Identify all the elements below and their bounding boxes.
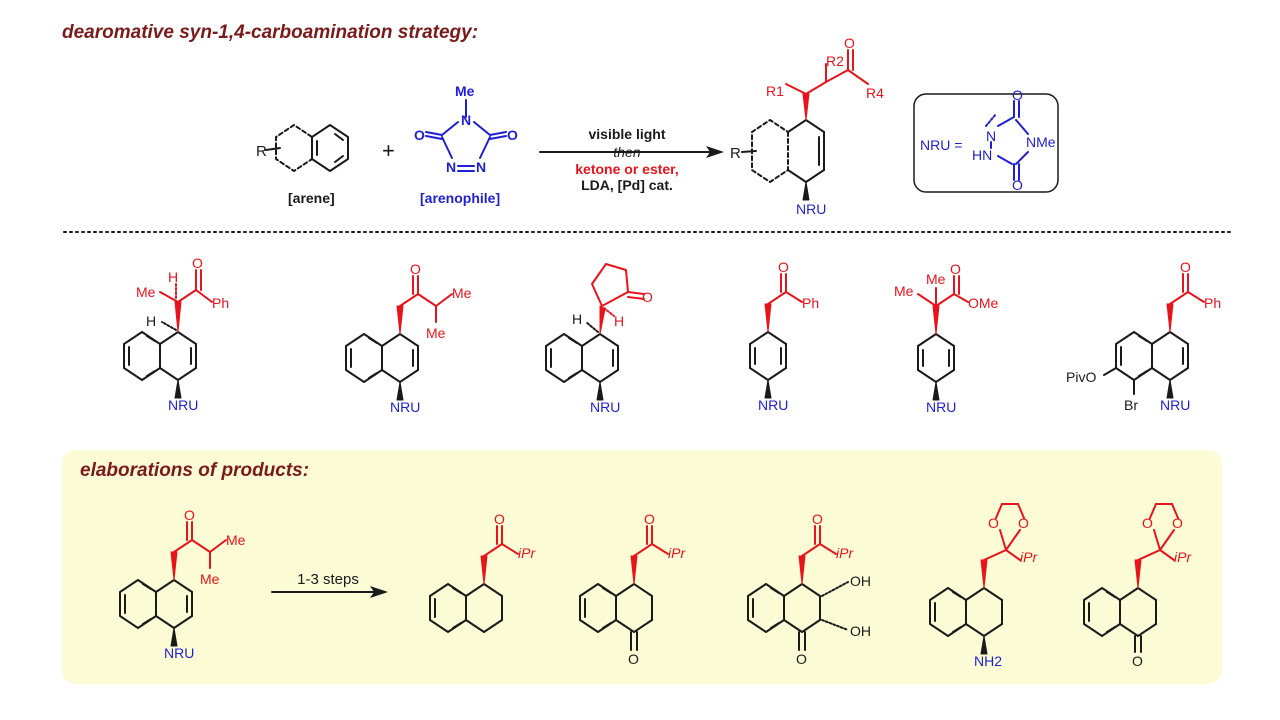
ex4-nru: NRU [758, 397, 788, 413]
elab-c-o-bottom: O [796, 651, 807, 667]
condition-visible-light: visible light [588, 126, 665, 142]
elab-d-nh2: NH2 [974, 653, 1002, 669]
ex6-pivo: PivO [1066, 369, 1096, 385]
elab-a-o: O [494, 511, 505, 527]
elab-product-e-structure [1083, 503, 1179, 653]
elab-start-structure [119, 521, 227, 647]
elaborations-title: elaborations of products: [80, 460, 310, 481]
reaction-arrow [539, 146, 724, 158]
product-r: R [730, 145, 741, 162]
ex5-me-top: Me [926, 271, 946, 287]
arenophile-me: Me [455, 83, 475, 99]
elab-c-oh-bottom: OH [850, 623, 871, 639]
arene-structure [265, 124, 349, 172]
nru-definition-box [913, 93, 1059, 193]
ex3-o: O [642, 289, 653, 305]
elaborations-panel [62, 450, 1222, 684]
elab-c-oh-top: OH [850, 573, 871, 589]
elab-e-o-right: O [1172, 515, 1183, 531]
arenophile-n1: N [461, 112, 471, 128]
elab-c-o-top: O [812, 511, 823, 527]
ex5-ome: OMe [968, 295, 999, 311]
elab-start-me-top: Me [226, 532, 246, 548]
urazole-hn: HN [972, 147, 992, 163]
elab-product-a-structure [429, 525, 519, 633]
elab-d-o-right: O [1018, 515, 1029, 531]
elab-d-ipr: iPr [1020, 549, 1038, 565]
ex2-nru: NRU [390, 399, 420, 415]
ex1-h: H [146, 313, 156, 329]
example-6-structure [1103, 273, 1205, 399]
urazole-o-bottom: O [1012, 177, 1023, 193]
product-r2: R2 [826, 53, 844, 69]
ex1-h-red: H [168, 269, 178, 285]
ex2-o: O [410, 261, 421, 277]
elab-arrow [271, 586, 388, 598]
ex1-nru: NRU [168, 397, 198, 413]
ex4-o: O [778, 259, 789, 275]
elab-e-o-left: O [1142, 515, 1153, 531]
elab-b-ipr: iPr [668, 545, 686, 561]
example-5-structure [917, 275, 969, 401]
elab-e-o-bottom: O [1132, 653, 1143, 669]
product-o: O [844, 35, 855, 51]
arene-r-label: R [256, 143, 267, 160]
product-structure [741, 49, 869, 201]
elab-product-b-structure [579, 525, 669, 651]
product-nru: NRU [796, 201, 826, 217]
urazole-nme: NMe [1026, 134, 1056, 150]
ex1-o: O [192, 255, 203, 271]
urazole-o-top: O [1012, 87, 1023, 103]
ex2-me-bottom: Me [426, 325, 446, 341]
elab-a-ipr: iPr [518, 545, 536, 561]
ex5-me-left: Me [894, 283, 914, 299]
arenophile-o-left: O [414, 127, 425, 143]
arenophile-n3: N [476, 159, 486, 175]
ex4-ph: Ph [802, 295, 819, 311]
elab-start-me-bottom: Me [200, 571, 220, 587]
elab-e-ipr: iPr [1174, 549, 1192, 565]
example-4-structure [749, 273, 803, 399]
arenophile-o-right: O [507, 127, 518, 143]
example-1-structure [123, 269, 213, 399]
ex3-h: H [572, 311, 582, 327]
ex5-o: O [950, 261, 961, 277]
ex5-nru: NRU [926, 399, 956, 415]
condition-ketone: ketone or ester, [575, 161, 679, 177]
nru-equals-label: NRU = [920, 137, 962, 153]
condition-then: then [613, 144, 640, 160]
example-2-structure [345, 275, 453, 401]
ex6-ph: Ph [1204, 295, 1221, 311]
plus-sign: + [382, 138, 395, 163]
elab-b-o-top: O [644, 511, 655, 527]
ex1-ph: Ph [212, 295, 229, 311]
ex3-h-red: H [614, 313, 624, 329]
ex2-me-top: Me [452, 285, 472, 301]
elab-b-o-bottom: O [628, 651, 639, 667]
ex3-nru: NRU [590, 399, 620, 415]
arenophile-structure [425, 99, 507, 172]
ex1-me: Me [136, 284, 156, 300]
product-r1: R1 [766, 83, 784, 99]
arenophile-label: [arenophile] [420, 190, 500, 206]
scheme-title: dearomative syn-1,4-carboamination strat… [62, 22, 479, 43]
product-r4: R4 [866, 85, 884, 101]
example-3-structure [545, 263, 645, 401]
urazole-n: N [986, 128, 996, 144]
elab-product-c-structure [747, 525, 849, 651]
condition-lda: LDA, [Pd] cat. [581, 177, 673, 193]
ex6-nru: NRU [1160, 397, 1190, 413]
elab-c-ipr: iPr [836, 545, 854, 561]
elab-d-o-left: O [988, 515, 999, 531]
arene-label: [arene] [288, 190, 335, 206]
elab-product-d-structure [929, 503, 1025, 655]
arenophile-n2: N [446, 159, 456, 175]
elab-start-nru: NRU [164, 645, 194, 661]
elab-start-o: O [184, 507, 195, 523]
ex6-br: Br [1124, 397, 1138, 413]
ex6-o: O [1180, 259, 1191, 275]
urazole-structure [985, 100, 1029, 181]
elab-arrow-label: 1-3 steps [297, 571, 359, 588]
